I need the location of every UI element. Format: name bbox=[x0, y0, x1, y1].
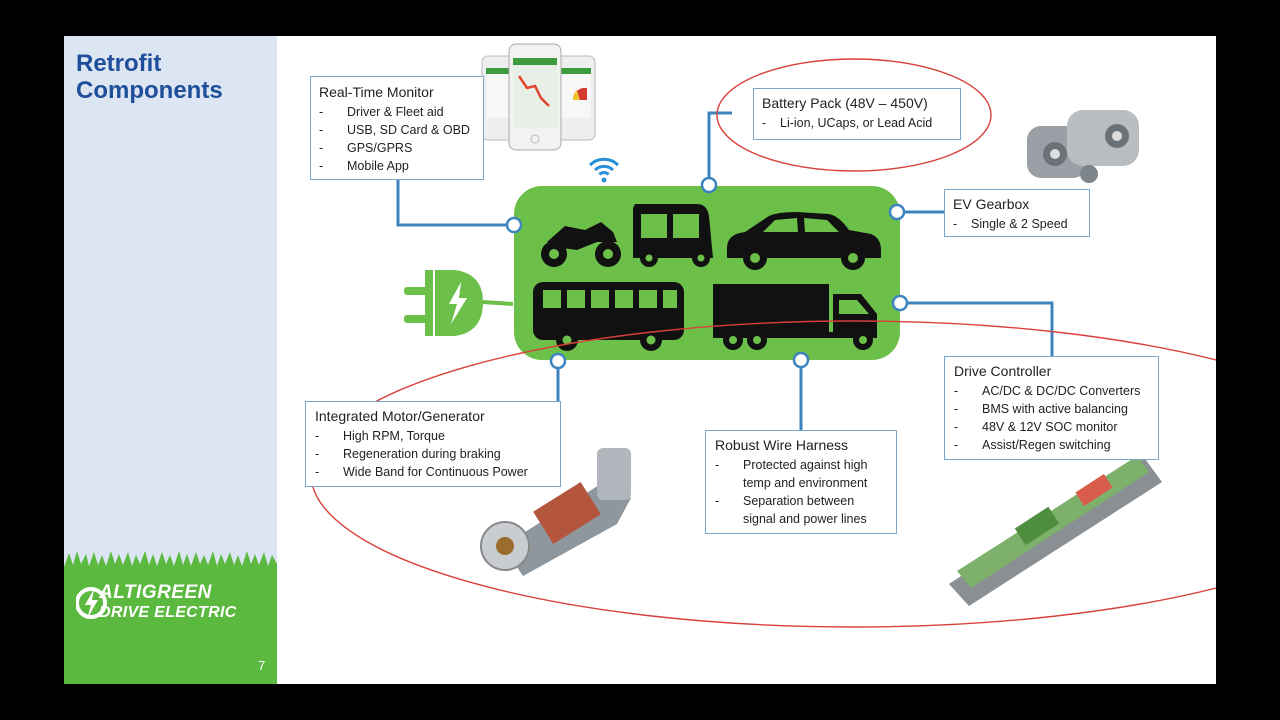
drive-controller-title: Drive Controller bbox=[954, 363, 1052, 379]
motor-generator-box: Integrated Motor/Generator -High RPM, To… bbox=[305, 401, 561, 487]
sidebar: Retrofit Components ALTIGREEN DRIVE ELEC… bbox=[64, 36, 277, 684]
list-item: -GPS/GPRS bbox=[319, 141, 413, 155]
diagram-graphics bbox=[310, 43, 1216, 628]
page-number: 7 bbox=[258, 658, 266, 673]
wire-harness-box: Robust Wire Harness -Protected against h… bbox=[705, 430, 897, 534]
list-item: -Single & 2 Speed bbox=[953, 217, 1068, 231]
drive-controller-image bbox=[949, 456, 1162, 606]
auto-rickshaw-icon bbox=[633, 204, 713, 267]
diagram-area: Real-Time Monitor -Driver & Fleet aid -U… bbox=[277, 36, 1216, 684]
list-item: -Wide Band for Continuous Power bbox=[315, 465, 528, 479]
list-item: -Assist/Regen switching bbox=[954, 438, 1111, 452]
real-time-monitor-title: Real-Time Monitor bbox=[319, 84, 434, 100]
list-item: -BMS with active balancing bbox=[954, 402, 1128, 416]
logo-line2: DRIVE ELECTRIC bbox=[99, 604, 237, 621]
list-item: -High RPM, Torque bbox=[315, 429, 445, 443]
plug-icon bbox=[404, 270, 514, 336]
list-item: -Li-ion, UCaps, or Lead Acid bbox=[762, 116, 933, 130]
connector-nodes bbox=[505, 176, 909, 370]
motor-generator-image bbox=[480, 448, 631, 576]
grass-banner bbox=[64, 551, 277, 684]
gearbox-image bbox=[1027, 110, 1139, 183]
logo-line1: ALTIGREEN bbox=[99, 582, 212, 603]
altigreen-logo bbox=[76, 587, 107, 619]
car-icon bbox=[727, 212, 881, 270]
battery-pack-title: Battery Pack (48V – 450V) bbox=[762, 95, 928, 111]
slide-title: Retrofit Components bbox=[76, 50, 223, 104]
wire-harness-title: Robust Wire Harness bbox=[715, 437, 849, 453]
drive-controller-box: Drive Controller -AC/DC & DC/DC Converte… bbox=[944, 356, 1159, 460]
list-item: -Protected against high temp and environ… bbox=[715, 458, 868, 490]
list-item: -Regeneration during braking bbox=[315, 447, 501, 461]
ev-gearbox-title: EV Gearbox bbox=[953, 196, 1030, 212]
list-item: -Driver & Fleet aid bbox=[319, 105, 444, 119]
battery-highlight-ellipse bbox=[716, 58, 992, 172]
motor-generator-title: Integrated Motor/Generator bbox=[315, 408, 485, 424]
list-item: -Mobile App bbox=[319, 159, 409, 173]
battery-pack-box: Battery Pack (48V – 450V) -Li-ion, UCaps… bbox=[753, 88, 961, 140]
list-item: -Separation between signal and power lin… bbox=[715, 494, 867, 526]
wifi-icon bbox=[588, 157, 620, 183]
phone-app-image bbox=[481, 43, 596, 151]
motorcycle-icon bbox=[541, 222, 621, 267]
list-item: -USB, SD Card & OBD bbox=[319, 123, 470, 137]
truck-icon bbox=[713, 284, 877, 350]
slide: Retrofit Components ALTIGREEN DRIVE ELEC… bbox=[64, 36, 1216, 684]
ev-gearbox-box: EV Gearbox -Single & 2 Speed bbox=[944, 189, 1090, 237]
list-item: -48V & 12V SOC monitor bbox=[954, 420, 1118, 434]
list-item: -AC/DC & DC/DC Converters bbox=[954, 384, 1141, 398]
bus-icon bbox=[533, 282, 684, 351]
real-time-monitor-box: Real-Time Monitor -Driver & Fleet aid -U… bbox=[310, 76, 484, 180]
